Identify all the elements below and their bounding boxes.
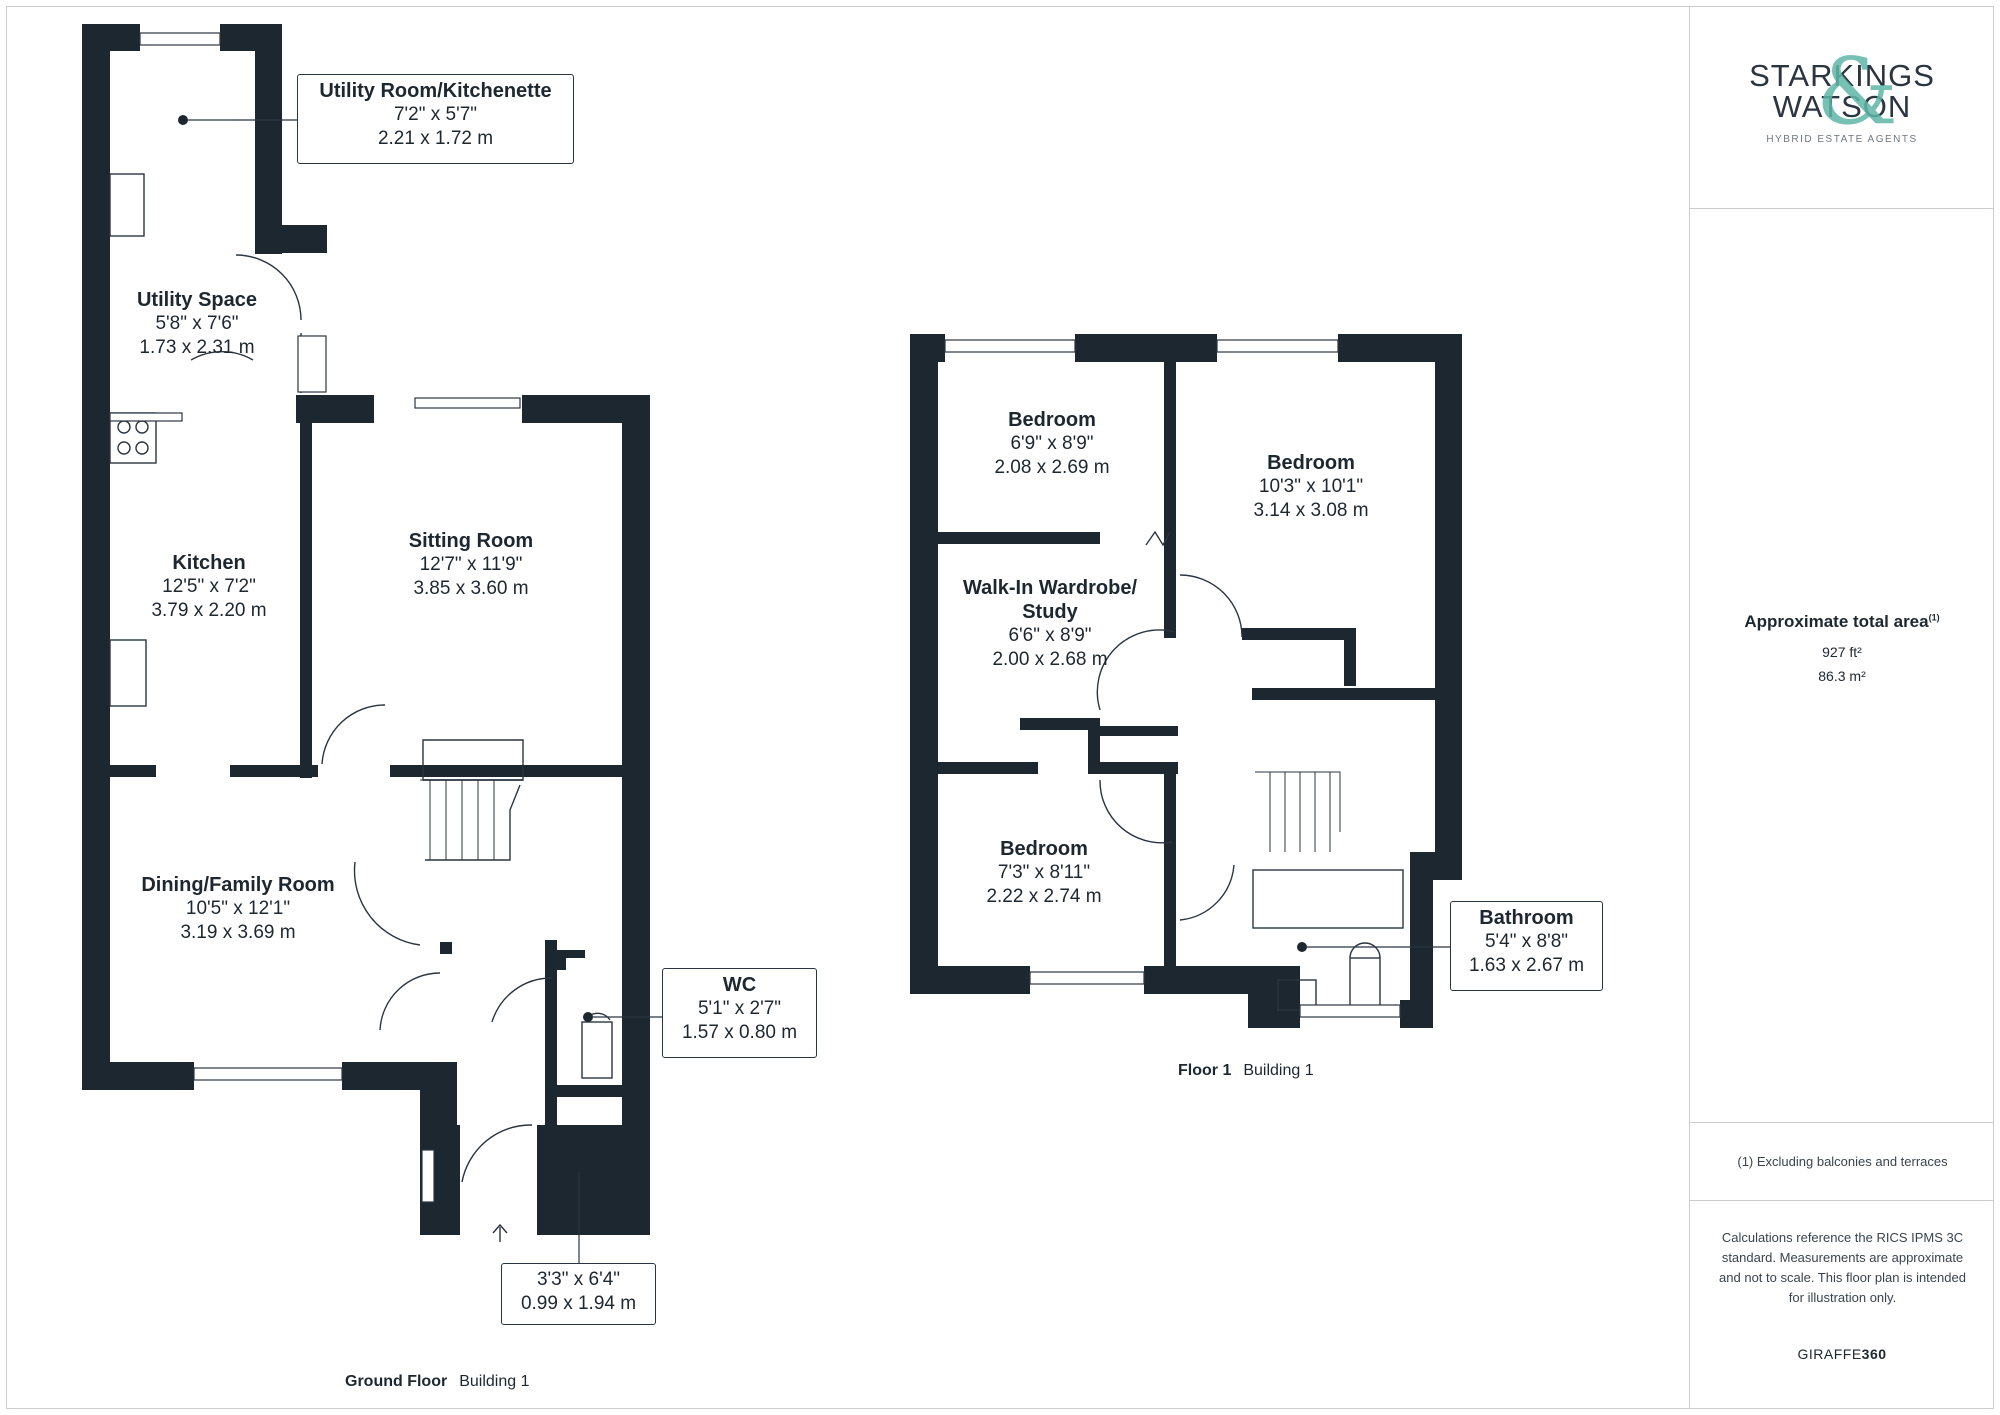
- credit-logo: GIRAFFE360: [1690, 1346, 1994, 1362]
- room-dims-imperial: 5'8" x 7'6": [155, 313, 239, 334]
- first-floor-caption: Floor 1 Building 1: [1178, 1062, 1314, 1080]
- room-dims-metric: 2.08 x 2.69 m: [994, 457, 1110, 478]
- ground-floor-fixtures: [109, 173, 613, 1183]
- room-name: Bathroom: [1479, 907, 1574, 929]
- room-callout-entrance: 3'3" x 6'4" 0.99 x 1.94 m: [501, 1263, 656, 1325]
- logo-tagline: HYBRID ESTATE AGENTS: [1766, 134, 1918, 145]
- ground-floor-walls: [82, 24, 650, 1235]
- floor-label: Floor 1: [1178, 1062, 1232, 1079]
- room-dims-imperial: 5'1" x 2'7": [697, 998, 782, 1019]
- room-dims-metric: 3.79 x 2.20 m: [151, 600, 267, 621]
- room-label-bedroom-third: Bedroom 7'3" x 8'11" 2.22 x 2.74 m: [986, 837, 1101, 909]
- floor-label: Ground Floor: [345, 1373, 448, 1390]
- area-sqft: 927 ft²: [1822, 644, 1862, 660]
- room-label-dining-family: Dining/Family Room 10'5" x 12'1" 3.19 x …: [141, 873, 334, 945]
- credit-part-2: 360: [1861, 1346, 1887, 1362]
- room-name: Utility Space: [136, 289, 258, 311]
- room-name: Utility Room/Kitchenette: [319, 80, 552, 102]
- credit-part-1: GIRAFFE: [1797, 1346, 1862, 1362]
- entrance-arrow: [492, 1223, 508, 1242]
- light-points: [178, 115, 1307, 1172]
- logo-ampersand: &: [1816, 38, 1898, 145]
- total-area: Approximate total area(1) 927 ft² 86.3 m…: [1690, 612, 1994, 684]
- room-dims-imperial: 6'6" x 8'9": [1008, 625, 1092, 646]
- room-dims-metric: 3.85 x 3.60 m: [413, 578, 529, 599]
- footnote-text: (1) Excluding balconies and terraces: [1737, 1154, 1948, 1169]
- room-dims-imperial: 12'7" x 11'9": [419, 554, 523, 575]
- first-floor-walls: [910, 334, 1462, 1028]
- room-dims-metric: 2.21 x 1.72 m: [377, 128, 494, 149]
- room-name: Sitting Room: [408, 530, 534, 552]
- room-dims-imperial: 10'3" x 10'1": [1258, 476, 1364, 497]
- room-name: Bedroom: [1008, 409, 1096, 431]
- room-label-kitchen: Kitchen 12'5" x 7'2" 3.79 x 2.20 m: [151, 551, 266, 623]
- room-dims-metric: 1.73 x 2.31 m: [139, 337, 255, 358]
- room-label-study: Walk-In Wardrobe/ Study 6'6" x 8'9" 2.00…: [963, 576, 1137, 672]
- room-dims-metric: 3.14 x 3.08 m: [1253, 500, 1369, 521]
- logo-line-1: STARKINGS: [1749, 58, 1935, 93]
- area-title-text: Approximate total area: [1744, 612, 1929, 631]
- room-dims-metric: 2.22 x 2.74 m: [986, 886, 1102, 907]
- divider: [1690, 1200, 1994, 1201]
- room-name: Kitchen: [172, 552, 246, 574]
- room-name: Bedroom: [1267, 452, 1355, 474]
- room-name: WC: [722, 974, 757, 996]
- building-label: Building 1: [1243, 1062, 1314, 1079]
- area-title: Approximate total area(1): [1690, 612, 1994, 632]
- room-callout-wc: WC 5'1" x 2'7" 1.57 x 0.80 m: [662, 968, 817, 1058]
- room-callout-bathroom: Bathroom 5'4" x 8'8" 1.63 x 2.67 m: [1450, 901, 1603, 991]
- room-dims-metric: 3.19 x 3.69 m: [180, 922, 296, 943]
- room-label-bedroom-main: Bedroom 10'3" x 10'1" 3.14 x 3.08 m: [1253, 451, 1368, 523]
- logo-line-2: WATSON: [1772, 89, 1912, 124]
- disclaimer-text: Calculations reference the RICS IPMS 3C …: [1719, 1230, 1966, 1305]
- brand-logo: & STARKINGS WATSON HYBRID ESTATE AGENTS: [1690, 46, 1994, 146]
- area-sqm: 86.3 m²: [1818, 668, 1866, 684]
- room-dims-metric: 1.57 x 0.80 m: [681, 1022, 798, 1043]
- windows: [109, 32, 1401, 1203]
- room-dims-metric: 0.99 x 1.94 m: [520, 1293, 637, 1314]
- room-dims-metric: 2.00 x 2.68 m: [992, 649, 1108, 670]
- room-dims-imperial: 7'3" x 8'11": [997, 862, 1091, 883]
- room-dims-imperial: 3'3" x 6'4": [536, 1269, 621, 1290]
- page-frame: [6, 6, 1994, 1409]
- room-label-sitting-room: Sitting Room 12'7" x 11'9" 3.85 x 3.60 m: [409, 529, 533, 601]
- room-dims-imperial: 10'5" x 12'1": [185, 898, 291, 919]
- building-label: Building 1: [459, 1373, 530, 1390]
- first-floor-fixtures: [1096, 530, 1404, 1011]
- room-name: Bedroom: [1000, 838, 1088, 860]
- divider: [1690, 1122, 1994, 1123]
- room-label-utility-space: Utility Space 5'8" x 7'6" 1.73 x 2.31 m: [137, 288, 257, 360]
- room-name-line2: Study: [1022, 601, 1078, 623]
- room-dims-imperial: 6'9" x 8'9": [1010, 433, 1094, 454]
- ground-floor-caption: Ground Floor Building 1: [345, 1373, 529, 1391]
- room-dims-imperial: 5'4" x 8'8": [1484, 931, 1569, 952]
- room-callout-utility-kitchenette: Utility Room/Kitchenette 7'2" x 5'7" 2.2…: [297, 74, 574, 164]
- room-dims-imperial: 12'5" x 7'2": [162, 576, 256, 597]
- callout-leaders: [188, 119, 1450, 1263]
- info-panel: & STARKINGS WATSON HYBRID ESTATE AGENTS …: [1689, 6, 1994, 1409]
- room-name: Walk-In Wardrobe/: [962, 577, 1138, 599]
- room-label-bedroom-small: Bedroom 6'9" x 8'9" 2.08 x 2.69 m: [994, 408, 1109, 480]
- room-dims-metric: 1.63 x 2.67 m: [1468, 955, 1585, 976]
- footnote-mark: (1): [1928, 612, 1940, 623]
- room-name: Dining/Family Room: [141, 874, 335, 896]
- room-dims-imperial: 7'2" x 5'7": [393, 104, 478, 125]
- stairs: [420, 771, 1341, 860]
- divider: [1690, 208, 1994, 209]
